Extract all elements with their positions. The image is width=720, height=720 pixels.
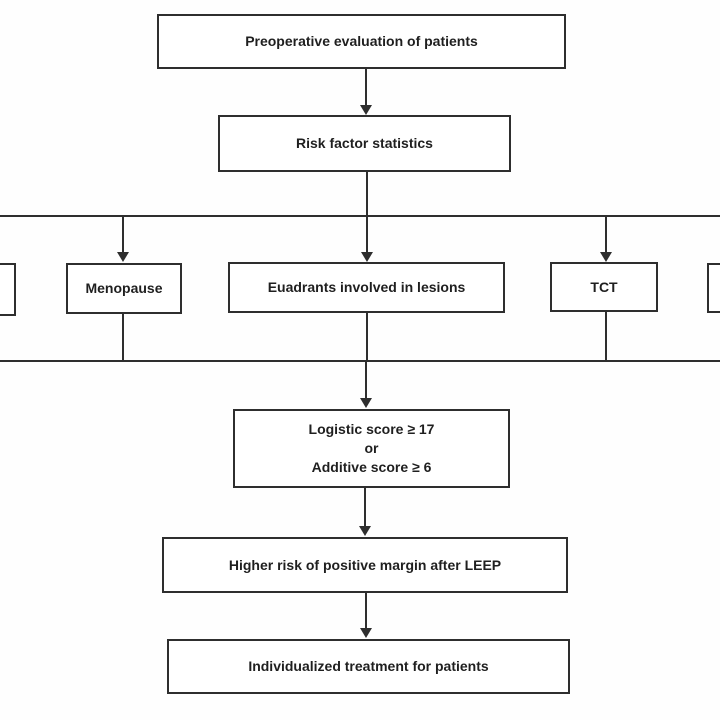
connector-band-score <box>365 361 367 399</box>
connector-score-higher-risk <box>364 488 366 526</box>
node-partial-left <box>0 263 16 316</box>
node-tct: TCT <box>550 262 658 312</box>
node-risk-factor-statistics-label: Risk factor statistics <box>296 135 433 152</box>
arrowhead-preop-risk <box>360 105 372 115</box>
band-line-bottom <box>0 360 720 362</box>
connector-preop-risk <box>365 69 367 106</box>
node-individualized-treatment-label: Individualized treatment for patients <box>248 658 489 675</box>
connector-tct-band <box>605 312 607 360</box>
connector-band-tct <box>605 216 607 252</box>
arrowhead-band-tct <box>600 252 612 262</box>
band-line-top <box>0 215 720 217</box>
arrowhead-band-menopause <box>117 252 129 262</box>
node-menopause-label: Menopause <box>85 280 163 297</box>
node-higher-risk: Higher risk of positive margin after LEE… <box>162 537 568 593</box>
arrowhead-score-higher-risk <box>359 526 371 536</box>
node-individualized-treatment: Individualized treatment for patients <box>167 639 570 694</box>
node-quadrants-involved-label: Euadrants involved in lesions <box>267 279 466 296</box>
node-quadrants-involved: Euadrants involved in lesions <box>228 262 505 313</box>
node-partial-right <box>707 263 720 313</box>
node-menopause: Menopause <box>66 263 182 314</box>
node-preoperative-evaluation-label: Preoperative evaluation of patients <box>245 33 478 50</box>
connector-menopause-band <box>122 314 124 360</box>
connector-risk-quadrants <box>366 172 368 252</box>
node-tct-label: TCT <box>590 278 618 295</box>
node-score-threshold: Logistic score ≥ 17 or Additive score ≥ … <box>233 409 510 488</box>
arrowhead-higher-risk-individualized <box>360 628 372 638</box>
node-score-threshold-line3: Additive score ≥ 6 <box>311 458 432 475</box>
connector-higher-risk-individualized <box>365 593 367 628</box>
node-score-threshold-line2: or <box>364 440 379 457</box>
connector-band-menopause <box>122 216 124 252</box>
node-preoperative-evaluation: Preoperative evaluation of patients <box>157 14 566 69</box>
node-risk-factor-statistics: Risk factor statistics <box>218 115 511 172</box>
arrowhead-band-score <box>360 398 372 408</box>
node-score-threshold-line1: Logistic score ≥ 17 <box>308 421 435 438</box>
node-higher-risk-label: Higher risk of positive margin after LEE… <box>228 556 502 573</box>
arrowhead-risk-quadrants <box>361 252 373 262</box>
connector-quadrants-band <box>366 313 368 360</box>
